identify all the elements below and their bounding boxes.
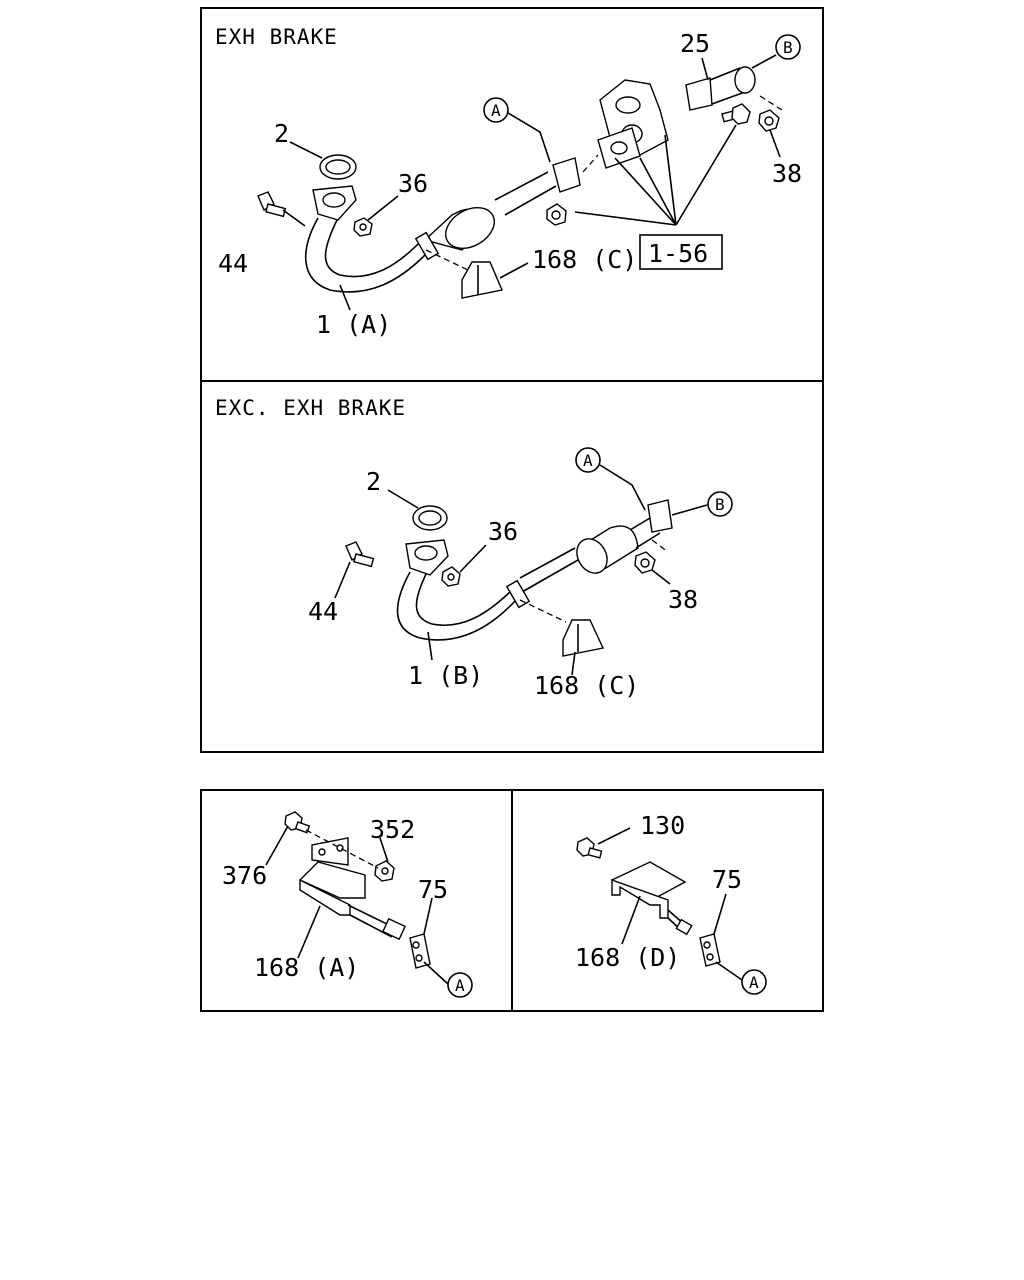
callout-a-label: A [455,976,465,995]
callout-b-circle [707,491,733,517]
nut-36-icon [353,217,373,237]
part-label-25: 25 [680,29,710,58]
callout-a-circle [447,972,473,998]
part-label-75: 75 [712,865,742,894]
bracket-168d-icon [610,861,693,936]
nut-icon [546,203,567,226]
part-label-2: 2 [274,119,289,148]
exh-brake-panel: EXH BRAKE [215,25,802,339]
callout-a-circle [483,97,509,123]
callout-a-circle [741,969,767,995]
reference-box [639,234,723,270]
bracket-168c-icon [562,619,605,657]
part-label-75: 75 [418,875,448,904]
exc-exh-brake-title: EXC. EXH BRAKE [215,396,406,420]
hanger-75-icon [699,933,721,967]
callout-a-label: A [491,101,501,120]
pipe-25-icon [685,66,756,111]
bracket-168a-panel: 376 352 75 168 (A) A [222,811,473,998]
part-label-168a: 168 (A) [254,953,359,982]
part-label-352: 352 [370,815,415,844]
part-label-38: 38 [772,159,802,188]
part-label-38: 38 [668,585,698,614]
callout-b-label: B [783,38,793,57]
bolt-44-icon [345,541,375,568]
bolt-44-icon [257,191,287,218]
part-label-36: 36 [398,169,428,198]
hanger-75-icon [409,933,431,969]
part-label-168c: 168 (C) [534,671,639,700]
part-label-168c: 168 (C) [532,245,637,274]
bolt-376-icon [284,811,311,834]
bracket-168d-panel: 130 75 168 (D) A [575,811,767,995]
nut-38-icon [758,109,780,132]
bolt-130-icon [576,837,603,859]
nut-38-icon [634,551,656,574]
part-label-130: 130 [640,811,685,840]
bolt-icon [721,103,751,125]
part-label-36: 36 [488,517,518,546]
callout-a-label: A [749,973,759,992]
callout-a-label: A [583,451,593,470]
callout-b-circle [775,34,801,60]
part-label-1a: 1 (A) [316,310,391,339]
gasket-2-icon [319,154,357,180]
gasket-2-icon [412,505,448,531]
nut-36-icon [441,566,461,587]
reference-label: 1-56 [648,239,708,268]
front-pipe-a [305,157,581,293]
part-label-2: 2 [366,467,381,496]
nut-352-icon [374,860,395,882]
front-pipe-b [396,499,673,641]
part-label-44: 44 [218,249,248,278]
callout-a-circle [575,447,601,473]
callout-b-label: B [715,495,725,514]
exc-exh-brake-panel: EXC. EXH BRAKE [215,396,733,700]
bracket-168c-icon [461,261,503,299]
exh-brake-title: EXH BRAKE [215,25,338,49]
part-label-168d: 168 (D) [575,943,680,972]
exhaust-brake-unit [597,79,669,169]
bracket-168a-icon [298,837,407,941]
part-label-44: 44 [308,597,338,626]
part-label-376: 376 [222,861,267,890]
part-label-1b: 1 (B) [408,661,483,690]
